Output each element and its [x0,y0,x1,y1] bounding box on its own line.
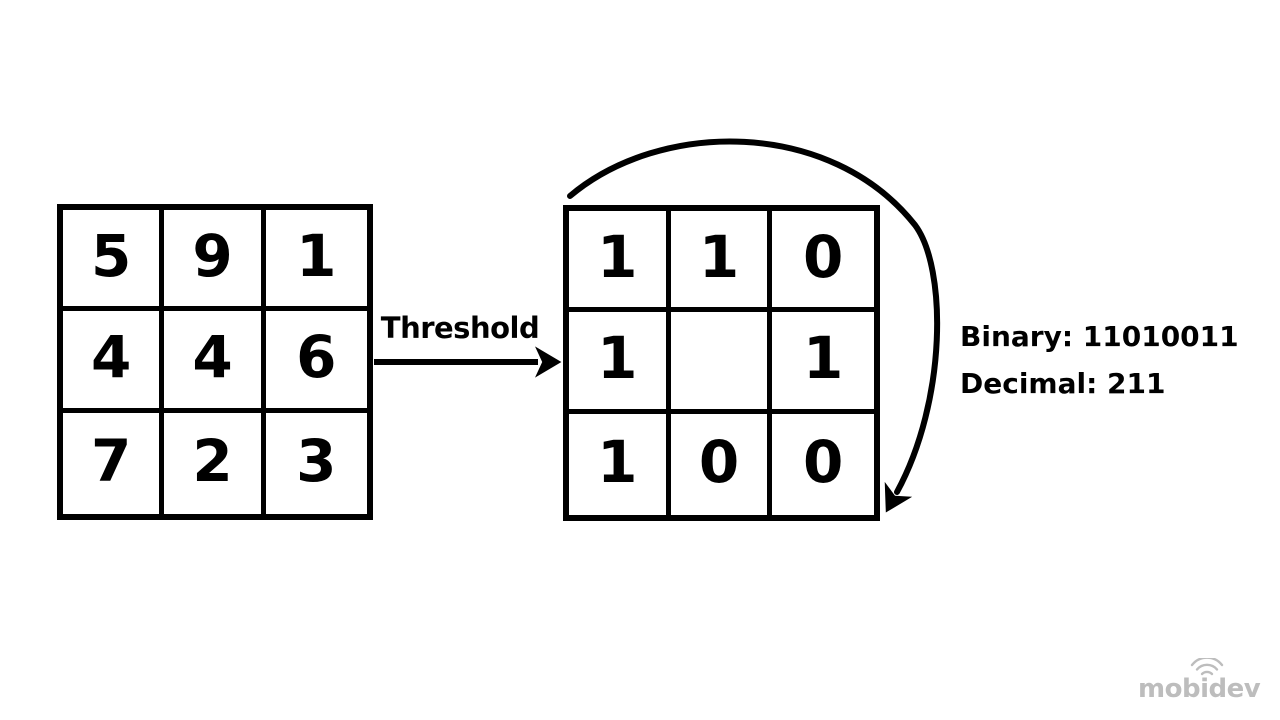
grid-cell-center-empty [670,312,773,414]
signal-arcs-icon [1190,658,1224,676]
grid-cell: 1 [265,210,367,312]
grid-cell: 1 [569,413,671,515]
grid-cell: 0 [671,413,773,515]
pixel-values-grid: 5 9 1 4 4 6 7 2 3 [57,204,373,520]
result-text: Binary: 11010011 Decimal: 211 [960,313,1239,407]
grid-cell: 4 [164,311,266,413]
grid-cell: 5 [63,210,165,312]
grid-cell: 3 [296,427,337,496]
grid-cell: 6 [265,311,367,413]
grid-cell: 0 [802,428,844,497]
mobidev-wordmark: mobidev [1138,674,1261,704]
mobidev-logo: mobidev [1138,658,1270,708]
binary-result-grid: 1 1 0 1 1 1 0 0 [563,205,880,521]
decimal-value: Decimal: 211 [960,367,1166,400]
grid-cell: 7 [63,412,165,514]
binary-value: Binary: 11010011 [960,320,1239,353]
grid-cell: 1 [772,312,874,414]
grid-cell: 1 [569,312,671,414]
grid-cell: 1 [670,211,773,313]
grid-cell: 2 [164,412,266,514]
grid-cell: 4 [63,311,165,413]
grid-cell: 0 [772,211,874,313]
threshold-label: Threshold [380,311,540,345]
grid-cell: 1 [569,211,671,313]
grid-cell: 9 [164,210,266,312]
